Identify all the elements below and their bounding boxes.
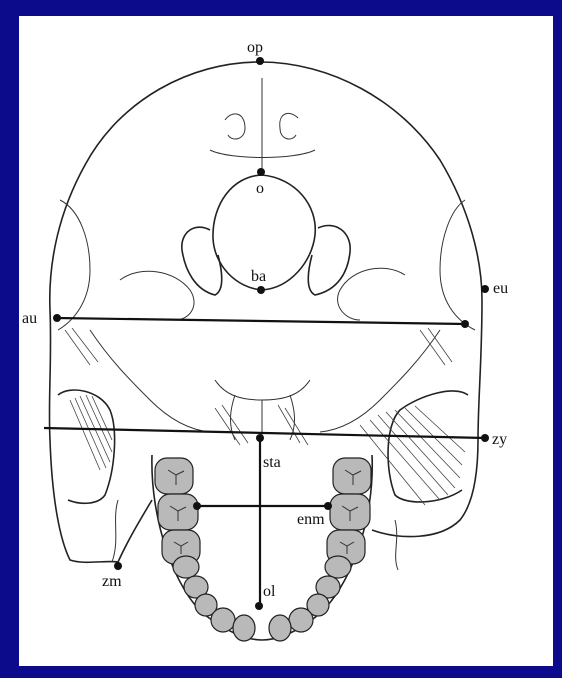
o-point <box>257 168 265 176</box>
label-zy: zy <box>492 431 507 448</box>
label-enm: enm <box>297 511 325 528</box>
sta-point <box>256 434 264 442</box>
tooth <box>211 608 235 632</box>
tooth <box>325 556 351 578</box>
enm-point-left <box>193 502 201 510</box>
zy-point <box>481 434 489 442</box>
enm-point-right <box>324 502 332 510</box>
label-op: op <box>247 39 263 56</box>
tooth <box>155 458 193 494</box>
label-ba: ba <box>251 268 266 285</box>
au-point-left <box>53 314 61 322</box>
ba-point <box>257 286 265 294</box>
tooth <box>289 608 313 632</box>
tooth <box>233 615 255 641</box>
label-o: o <box>256 180 264 197</box>
tooth <box>333 458 371 494</box>
au-point-right <box>461 320 469 328</box>
op-point <box>256 57 264 65</box>
tooth <box>269 615 291 641</box>
zm-point <box>114 562 122 570</box>
tooth <box>173 556 199 578</box>
label-zm: zm <box>102 573 122 590</box>
label-ol: ol <box>263 583 276 600</box>
eu-point <box>481 285 489 293</box>
label-au: au <box>22 310 37 327</box>
au-au-line <box>57 318 465 324</box>
label-sta: sta <box>263 454 281 471</box>
landmark-points <box>53 57 489 610</box>
skull-drawing <box>49 62 482 640</box>
dental-arch <box>155 458 371 641</box>
label-eu: eu <box>493 280 508 297</box>
ol-point <box>255 602 263 610</box>
